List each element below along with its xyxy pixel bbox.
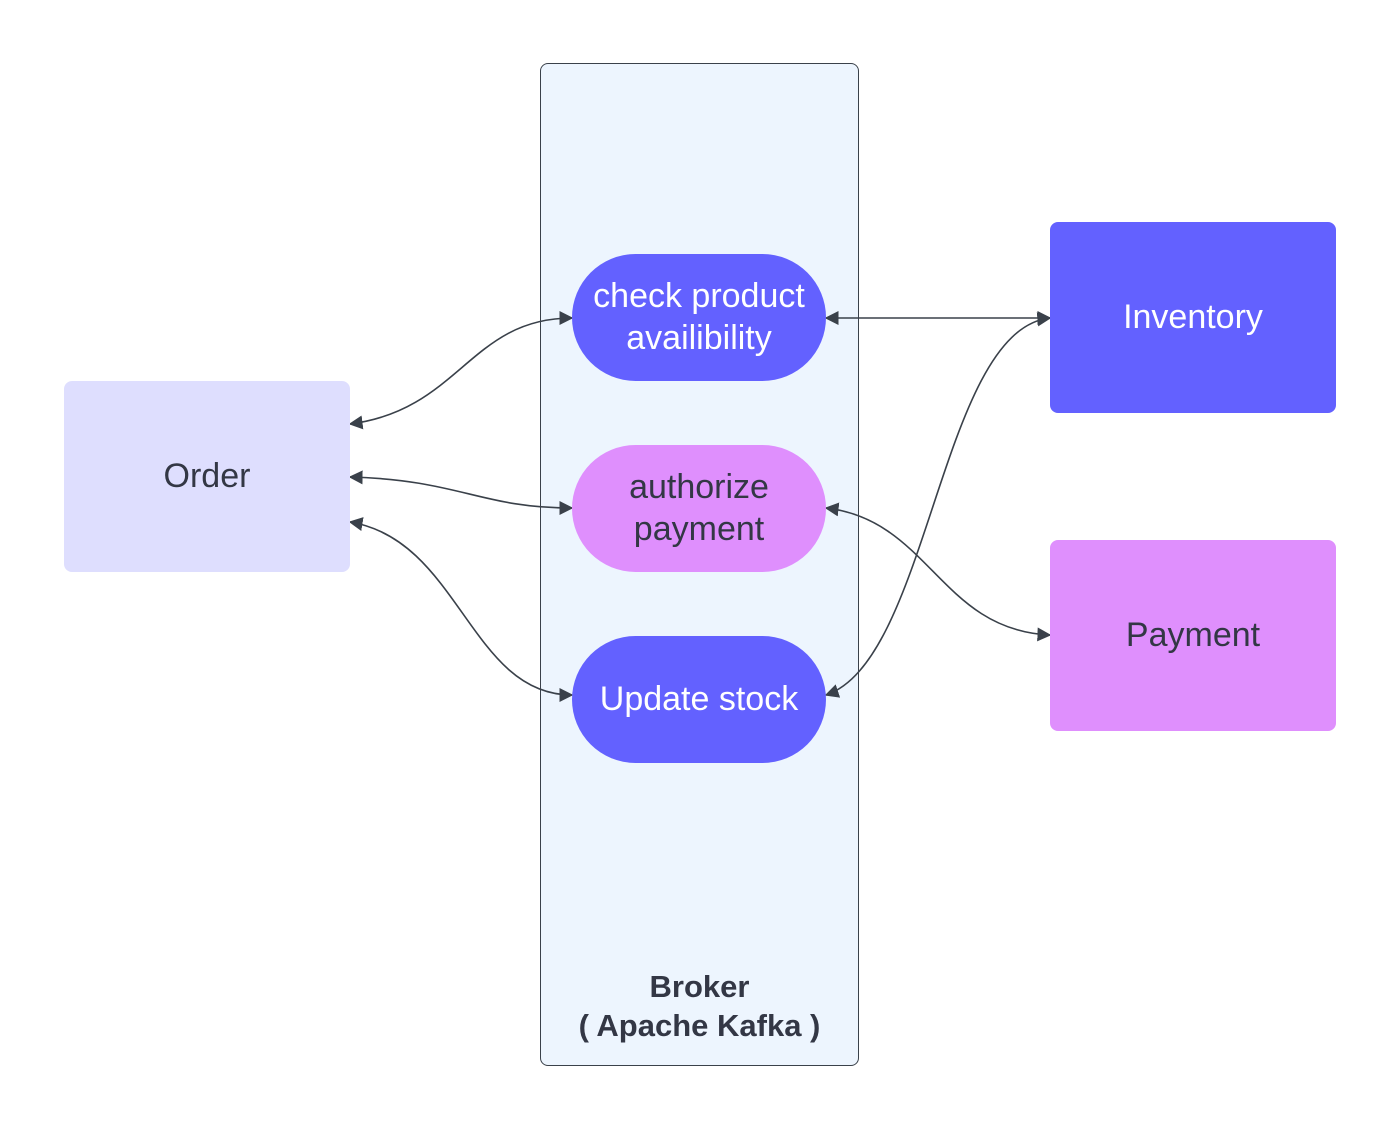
order-service-label: Order (163, 456, 251, 495)
inventory-service: Inventory (1050, 222, 1336, 413)
topic-authorize-label: authorize payment (629, 468, 769, 548)
topic-check-product-availability: check product availibility (572, 254, 826, 381)
topic-update-label: Update stock (599, 679, 799, 718)
edge-authorize-payment (824, 502, 1052, 642)
edge-update-inventory (824, 312, 1052, 698)
edge-order-authorize (348, 470, 574, 515)
edge-order-check (348, 311, 574, 430)
broker-label: Broker ( Apache Kafka ) (540, 968, 859, 1046)
order-service: Order (64, 381, 350, 572)
payment-service-label: Payment (1125, 615, 1261, 654)
topic-check-label: check product availibility (593, 277, 805, 357)
broker-label-tech: ( Apache Kafka ) (578, 1007, 821, 1043)
topic-authorize-payment: authorize payment (572, 445, 826, 572)
edge-order-update (348, 517, 574, 702)
broker-label-name: Broker (649, 969, 750, 1004)
topic-update-stock: Update stock (572, 636, 826, 763)
inventory-service-label: Inventory (1123, 297, 1263, 336)
payment-service: Payment (1050, 540, 1336, 731)
